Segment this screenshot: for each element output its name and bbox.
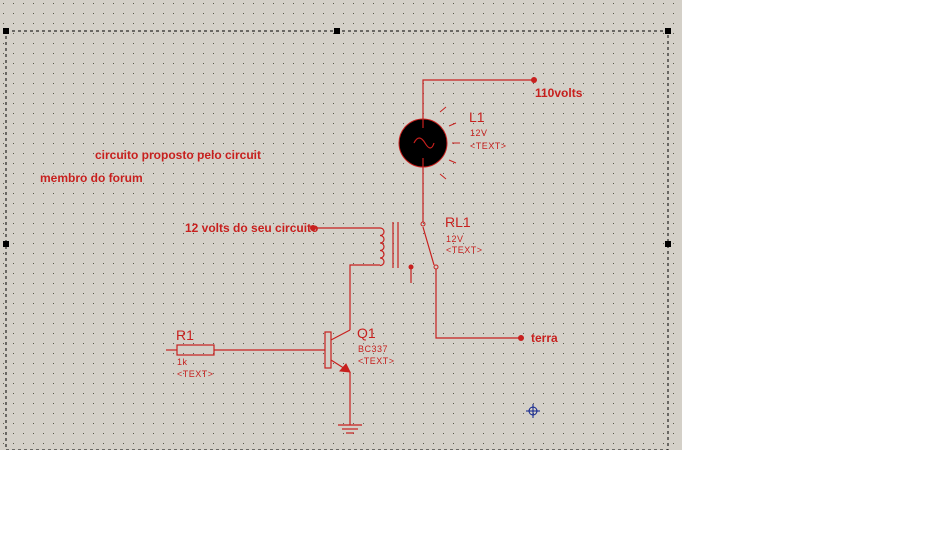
relay-rl1[interactable]	[379, 221, 439, 283]
ground-label[interactable]: terra	[531, 331, 558, 345]
resistor-text[interactable]: <TEXT>	[177, 369, 214, 379]
resistor-value[interactable]: 1k	[177, 357, 188, 367]
supply-wire[interactable]	[422, 79, 534, 120]
transistor-text[interactable]: <TEXT>	[358, 356, 395, 366]
supply-terminal[interactable]	[531, 77, 537, 83]
handle-top-middle[interactable]	[334, 28, 340, 34]
transistor-q1[interactable]	[324, 329, 351, 425]
ground-symbol[interactable]	[338, 424, 362, 434]
resistor-ref[interactable]: R1	[176, 327, 194, 343]
wire-coil-to-collector[interactable]	[349, 264, 380, 330]
grid-dots	[0, 0, 682, 450]
ground-wire[interactable]	[435, 269, 521, 339]
input-label[interactable]: 12 volts do seu circuito	[185, 221, 318, 235]
annotation-line2[interactable]: membro do forum	[40, 171, 143, 185]
handle-top-right[interactable]	[665, 28, 671, 34]
crosshair-icon	[526, 404, 540, 418]
selection-handles[interactable]	[3, 28, 671, 247]
relay-ref[interactable]: RL1	[445, 214, 471, 230]
handle-top-left[interactable]	[3, 28, 9, 34]
transistor-value[interactable]: BC337	[358, 344, 388, 354]
relay-value[interactable]: 12V	[446, 234, 464, 244]
ground-terminal[interactable]	[518, 335, 524, 341]
handle-middle-left[interactable]	[3, 241, 9, 247]
input-terminal[interactable]	[310, 225, 316, 231]
resistor-r1[interactable]	[166, 344, 325, 356]
transistor-ref[interactable]: Q1	[357, 325, 376, 341]
handle-middle-right[interactable]	[665, 241, 671, 247]
lamp-text[interactable]: <TEXT>	[470, 141, 507, 151]
annotation-line1[interactable]: circuito proposto pelo circuit	[95, 148, 261, 162]
lamp-l1[interactable]	[398, 106, 460, 180]
schematic-canvas[interactable]: circuito proposto pelo circuit membro do…	[0, 0, 682, 451]
supply-label[interactable]: 110volts	[535, 86, 583, 100]
lamp-ref[interactable]: L1	[469, 109, 485, 125]
relay-pivot-dot	[408, 264, 414, 270]
lamp-value[interactable]: 12V	[470, 128, 488, 138]
relay-text[interactable]: <TEXT>	[446, 245, 483, 255]
